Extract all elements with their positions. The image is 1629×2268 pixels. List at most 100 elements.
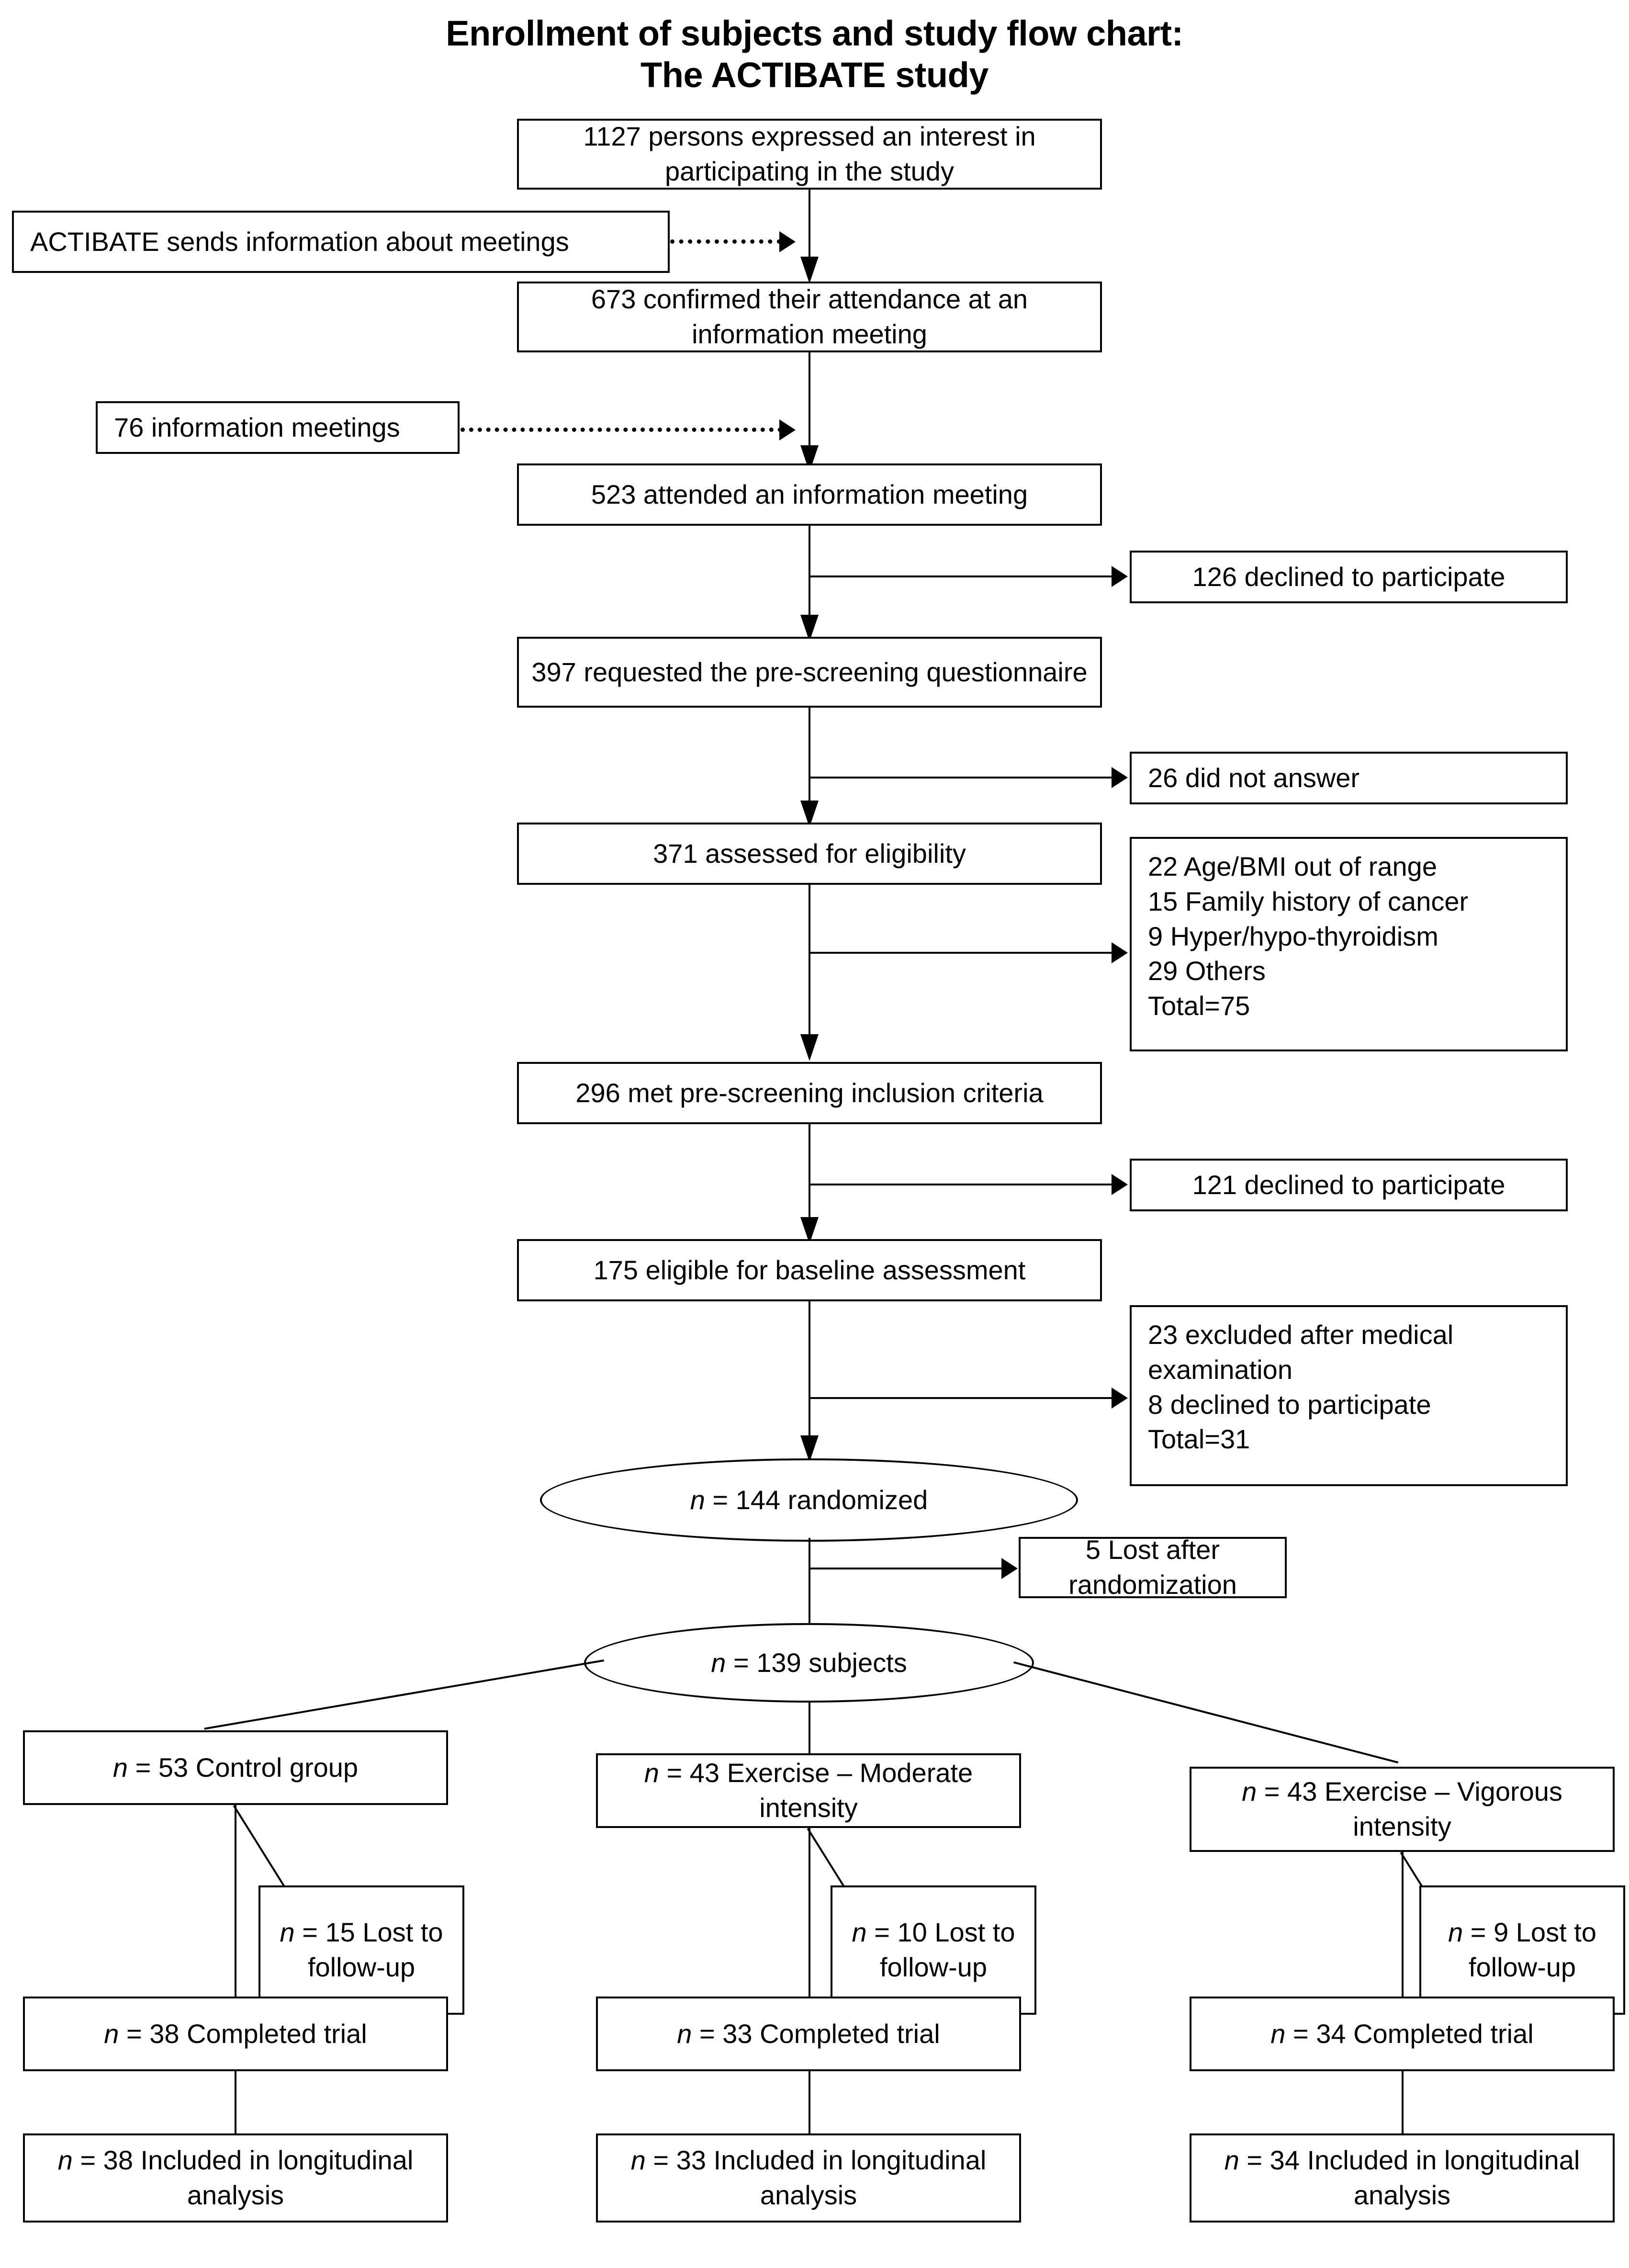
arm-control-included-analysis[interactable]: n = 38 Included in longitudinal analysis: [23, 2133, 448, 2223]
exclusion-126-declined-label: 126 declined to participate: [1192, 561, 1505, 592]
connector-1127-to-673: [809, 190, 810, 268]
arrowhead-right-121: [1112, 1174, 1128, 1195]
arm-moderate-completed-trial[interactable]: n = 33 Completed trial: [596, 1997, 1021, 2071]
arm-moderate-included-n-symbol: n: [630, 2145, 646, 2176]
arm-control-n-symbol: n: [112, 1752, 128, 1783]
node-met-criteria[interactable]: 296 met pre-screening inclusion criteria: [517, 1062, 1102, 1124]
arrowhead-right-actibate: [779, 231, 796, 252]
note-information-meetings-count-label: 76 information meetings: [114, 412, 400, 442]
exclusion-medical-declined: 8 declined to participate: [1148, 1389, 1431, 1420]
page-title: Enrollment of subjects and study flow ch…: [0, 12, 1629, 96]
arm-control-completed-trial[interactable]: n = 38 Completed trial: [23, 1997, 448, 2071]
connector-moderate-to-completed: [809, 1828, 810, 1997]
branch-line-excl-medical: [809, 1397, 1113, 1399]
node-randomized-label: = 144 randomized: [705, 1485, 928, 1515]
arm-moderate-intensity[interactable]: n = 43 Exercise – Moderate intensity: [596, 1753, 1021, 1828]
connector-vigorous-completed-to-included: [1402, 2071, 1404, 2133]
arrowhead-right-126: [1112, 566, 1128, 587]
node-assessed-eligibility[interactable]: 371 assessed for eligibility: [517, 823, 1102, 885]
connector-subjects-to-vigorous: [1013, 1661, 1399, 1764]
arm-vigorous-intensity[interactable]: n = 43 Exercise – Vigorous intensity: [1190, 1767, 1615, 1852]
arm-control-lost-followup[interactable]: n = 15 Lost to follow-up: [258, 1885, 464, 2015]
exclusion-5-lost-after-randomization-label: 5 Lost after randomization: [1068, 1535, 1237, 1600]
arm-moderate-lost-n-symbol: n: [852, 1917, 867, 1948]
arrowhead-down-5: [800, 1034, 819, 1061]
exclusion-121-declined[interactable]: 121 declined to participate: [1130, 1159, 1568, 1211]
connector-moderate-completed-to-included: [809, 2071, 810, 2133]
exclusion-26-no-answer[interactable]: 26 did not answer: [1130, 752, 1568, 804]
arm-control-completed-n-symbol: n: [104, 2018, 119, 2049]
arm-vigorous-lost-n-symbol: n: [1448, 1917, 1463, 1948]
connector-control-completed-to-included: [235, 2071, 236, 2133]
node-confirmed-attendance-label: 673 confirmed their attendance at an inf…: [591, 284, 1028, 349]
arm-moderate-included-analysis[interactable]: n = 33 Included in longitudinal analysis: [596, 2133, 1021, 2223]
arm-vigorous-intensity-label: = 43 Exercise – Vigorous intensity: [1257, 1776, 1562, 1841]
arm-control-lost-n-symbol: n: [280, 1917, 295, 1948]
arm-moderate-completed-trial-label: = 33 Completed trial: [692, 2018, 940, 2049]
arm-moderate-completed-n-symbol: n: [677, 2018, 692, 2049]
arrowhead-right-meetings: [779, 419, 796, 440]
arm-moderate-lost-followup[interactable]: n = 10 Lost to follow-up: [831, 1885, 1036, 2015]
node-subjects[interactable]: n = 139 subjects: [584, 1623, 1034, 1703]
node-eligible-baseline[interactable]: 175 eligible for baseline assessment: [517, 1239, 1102, 1301]
arm-control-included-n-symbol: n: [57, 2145, 73, 2176]
arm-control-group[interactable]: n = 53 Control group: [23, 1730, 448, 1805]
node-requested-questionnaire[interactable]: 397 requested the pre-screening question…: [517, 637, 1102, 708]
arm-moderate-lost-followup-label: = 10 Lost to follow-up: [866, 1917, 1015, 1982]
branch-line-5-lost: [809, 1568, 1003, 1569]
exclusion-medical-list[interactable]: 23 excluded after medical examination 8 …: [1130, 1305, 1568, 1486]
arm-vigorous-completed-trial-label: = 34 Completed trial: [1285, 2018, 1534, 2049]
branch-line-excl-reasons: [809, 952, 1113, 954]
node-subjects-label: = 139 subjects: [726, 1647, 907, 1678]
connector-673-to-523: [809, 352, 810, 463]
node-assessed-eligibility-label: 371 assessed for eligibility: [653, 838, 966, 869]
exclusion-121-declined-label: 121 declined to participate: [1192, 1169, 1505, 1200]
note-actibate-sends-information[interactable]: ACTIBATE sends information about meeting…: [12, 211, 670, 273]
connector-control-to-completed: [235, 1805, 236, 1997]
node-expressed-interest[interactable]: 1127 persons expressed an interest in pa…: [517, 119, 1102, 190]
node-attended-meeting[interactable]: 523 attended an information meeting: [517, 463, 1102, 526]
arm-vigorous-included-analysis[interactable]: n = 34 Included in longitudinal analysis: [1190, 2133, 1615, 2223]
exclusion-reasons-list[interactable]: 22 Age/BMI out of range 15 Family histor…: [1130, 837, 1568, 1051]
node-randomized[interactable]: n = 144 randomized: [540, 1458, 1078, 1542]
branch-line-26: [809, 777, 1113, 779]
arm-control-included-analysis-label: = 38 Included in longitudinal analysis: [72, 2145, 414, 2210]
arm-vigorous-included-n-symbol: n: [1224, 2145, 1239, 2176]
connector-subjects-to-control: [204, 1659, 605, 1730]
node-requested-questionnaire-label: 397 requested the pre-screening question…: [531, 656, 1088, 687]
connector-175-to-randomized: [809, 1301, 810, 1458]
title-line-2: The ACTIBATE study: [640, 55, 989, 95]
branch-line-121: [809, 1184, 1113, 1185]
arm-moderate-intensity-label: = 43 Exercise – Moderate intensity: [659, 1758, 973, 1823]
connector-randomized-to-subjects: [809, 1538, 810, 1629]
exclusion-5-lost-after-randomization[interactable]: 5 Lost after randomization: [1019, 1535, 1287, 1600]
arrowhead-right-excl-reasons: [1112, 942, 1128, 963]
exclusion-reason-others: 29 Others: [1148, 956, 1266, 986]
node-met-criteria-label: 296 met pre-screening inclusion criteria: [575, 1077, 1044, 1108]
arrowhead-right-excl-medical: [1112, 1388, 1128, 1409]
arm-vigorous-completed-trial[interactable]: n = 34 Completed trial: [1190, 1997, 1615, 2071]
arm-control-completed-trial-label: = 38 Completed trial: [119, 2018, 367, 2049]
arrowhead-right-5-lost: [1001, 1558, 1018, 1579]
arm-control-group-label: = 53 Control group: [128, 1752, 359, 1783]
connector-vigorous-to-completed: [1402, 1852, 1404, 1997]
node-expressed-interest-label: 1127 persons expressed an interest in pa…: [583, 121, 1036, 186]
connector-397-to-371: [809, 708, 810, 817]
node-confirmed-attendance[interactable]: 673 confirmed their attendance at an inf…: [517, 282, 1102, 352]
arrowhead-right-26: [1112, 767, 1128, 788]
arm-vigorous-included-analysis-label: = 34 Included in longitudinal analysis: [1239, 2145, 1580, 2210]
branch-line-126: [809, 575, 1113, 577]
arm-vigorous-completed-n-symbol: n: [1270, 2018, 1286, 2049]
connector-296-to-175: [809, 1124, 810, 1234]
subjects-n-symbol: n: [711, 1647, 726, 1678]
exclusion-126-declined[interactable]: 126 declined to participate: [1130, 551, 1568, 603]
arm-vigorous-n-symbol: n: [1242, 1776, 1257, 1807]
exclusion-medical-total: Total=31: [1148, 1424, 1250, 1455]
arm-vigorous-lost-followup[interactable]: n = 9 Lost to follow-up: [1419, 1885, 1625, 2015]
node-eligible-baseline-label: 175 eligible for baseline assessment: [593, 1254, 1026, 1285]
connector-subjects-to-moderate: [809, 1701, 810, 1753]
node-attended-meeting-label: 523 attended an information meeting: [591, 479, 1028, 509]
connector-371-to-296: [809, 885, 810, 1057]
note-information-meetings-count[interactable]: 76 information meetings: [96, 401, 460, 454]
